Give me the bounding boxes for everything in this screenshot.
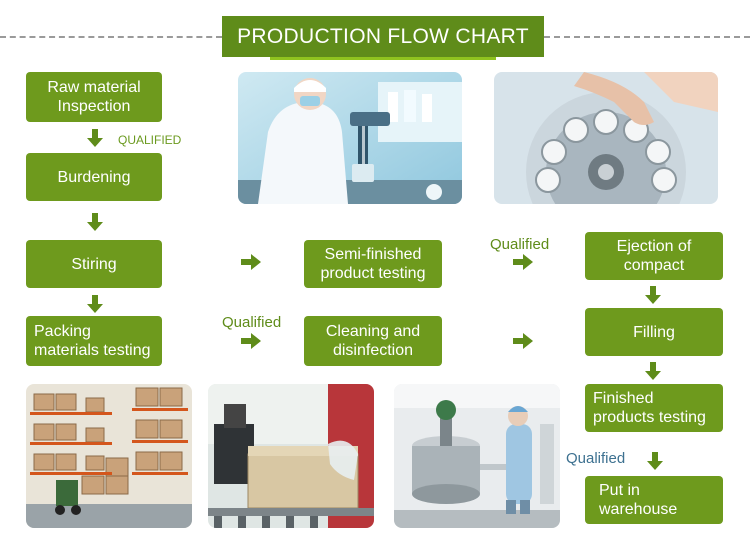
step-semi-finished-label: Semi-finished product testing	[320, 246, 426, 282]
step-cleaning-label: Cleaning and disinfection	[325, 323, 421, 359]
step-raw-material: Raw material Inspection	[26, 72, 162, 122]
arrow-down-icon	[645, 286, 661, 304]
tanks-photo	[394, 384, 560, 528]
label-qualified-1: QUALIFIED	[118, 133, 182, 147]
header-dashed-line-left	[0, 36, 222, 38]
step-packing: Packing materials testing	[26, 316, 162, 366]
label-qualified-2: Qualified	[222, 314, 282, 331]
header-dashed-line-right	[544, 36, 750, 38]
arrow-down-icon	[647, 452, 663, 470]
step-burdening: Burdening	[26, 153, 162, 201]
step-semi-finished: Semi-finished product testing	[304, 240, 442, 288]
step-warehouse: Put in warehouse	[585, 476, 723, 524]
arrow-right-icon	[241, 333, 261, 349]
step-finished: Finished products testing	[585, 384, 723, 432]
step-raw-material-label: Raw material Inspection	[47, 79, 141, 115]
arrow-right-icon	[513, 333, 533, 349]
step-warehouse-label: Put in warehouse	[599, 482, 678, 518]
arrow-down-icon	[645, 362, 661, 380]
arrow-right-icon	[513, 254, 533, 270]
page-title: PRODUCTION FLOW CHART	[222, 16, 544, 57]
step-filling: Filling	[585, 308, 723, 356]
arrow-down-icon	[87, 295, 103, 313]
warehouse-photo	[26, 384, 192, 528]
step-finished-label: Finished products testing	[593, 390, 706, 426]
step-ejection: Ejection of compact	[585, 232, 723, 280]
page-title-text: PRODUCTION FLOW CHART	[237, 24, 529, 48]
step-packing-label: Packing materials testing	[34, 323, 151, 359]
packing-photo	[208, 384, 374, 528]
step-burdening-label: Burdening	[57, 168, 131, 186]
title-underline	[270, 57, 496, 60]
arrow-down-icon	[87, 213, 103, 231]
step-cleaning: Cleaning and disinfection	[304, 316, 442, 366]
lab-photo	[238, 72, 462, 204]
arrow-down-icon	[87, 129, 103, 147]
step-ejection-label: Ejection of compact	[616, 238, 692, 274]
compact-machine-photo	[494, 72, 718, 204]
label-qualified-3: Qualified	[490, 236, 550, 253]
step-stiring-label: Stiring	[71, 255, 117, 273]
arrow-right-icon	[241, 254, 261, 270]
step-filling-label: Filling	[633, 323, 675, 341]
step-stiring: Stiring	[26, 240, 162, 288]
label-qualified-4: Qualified	[566, 450, 626, 467]
